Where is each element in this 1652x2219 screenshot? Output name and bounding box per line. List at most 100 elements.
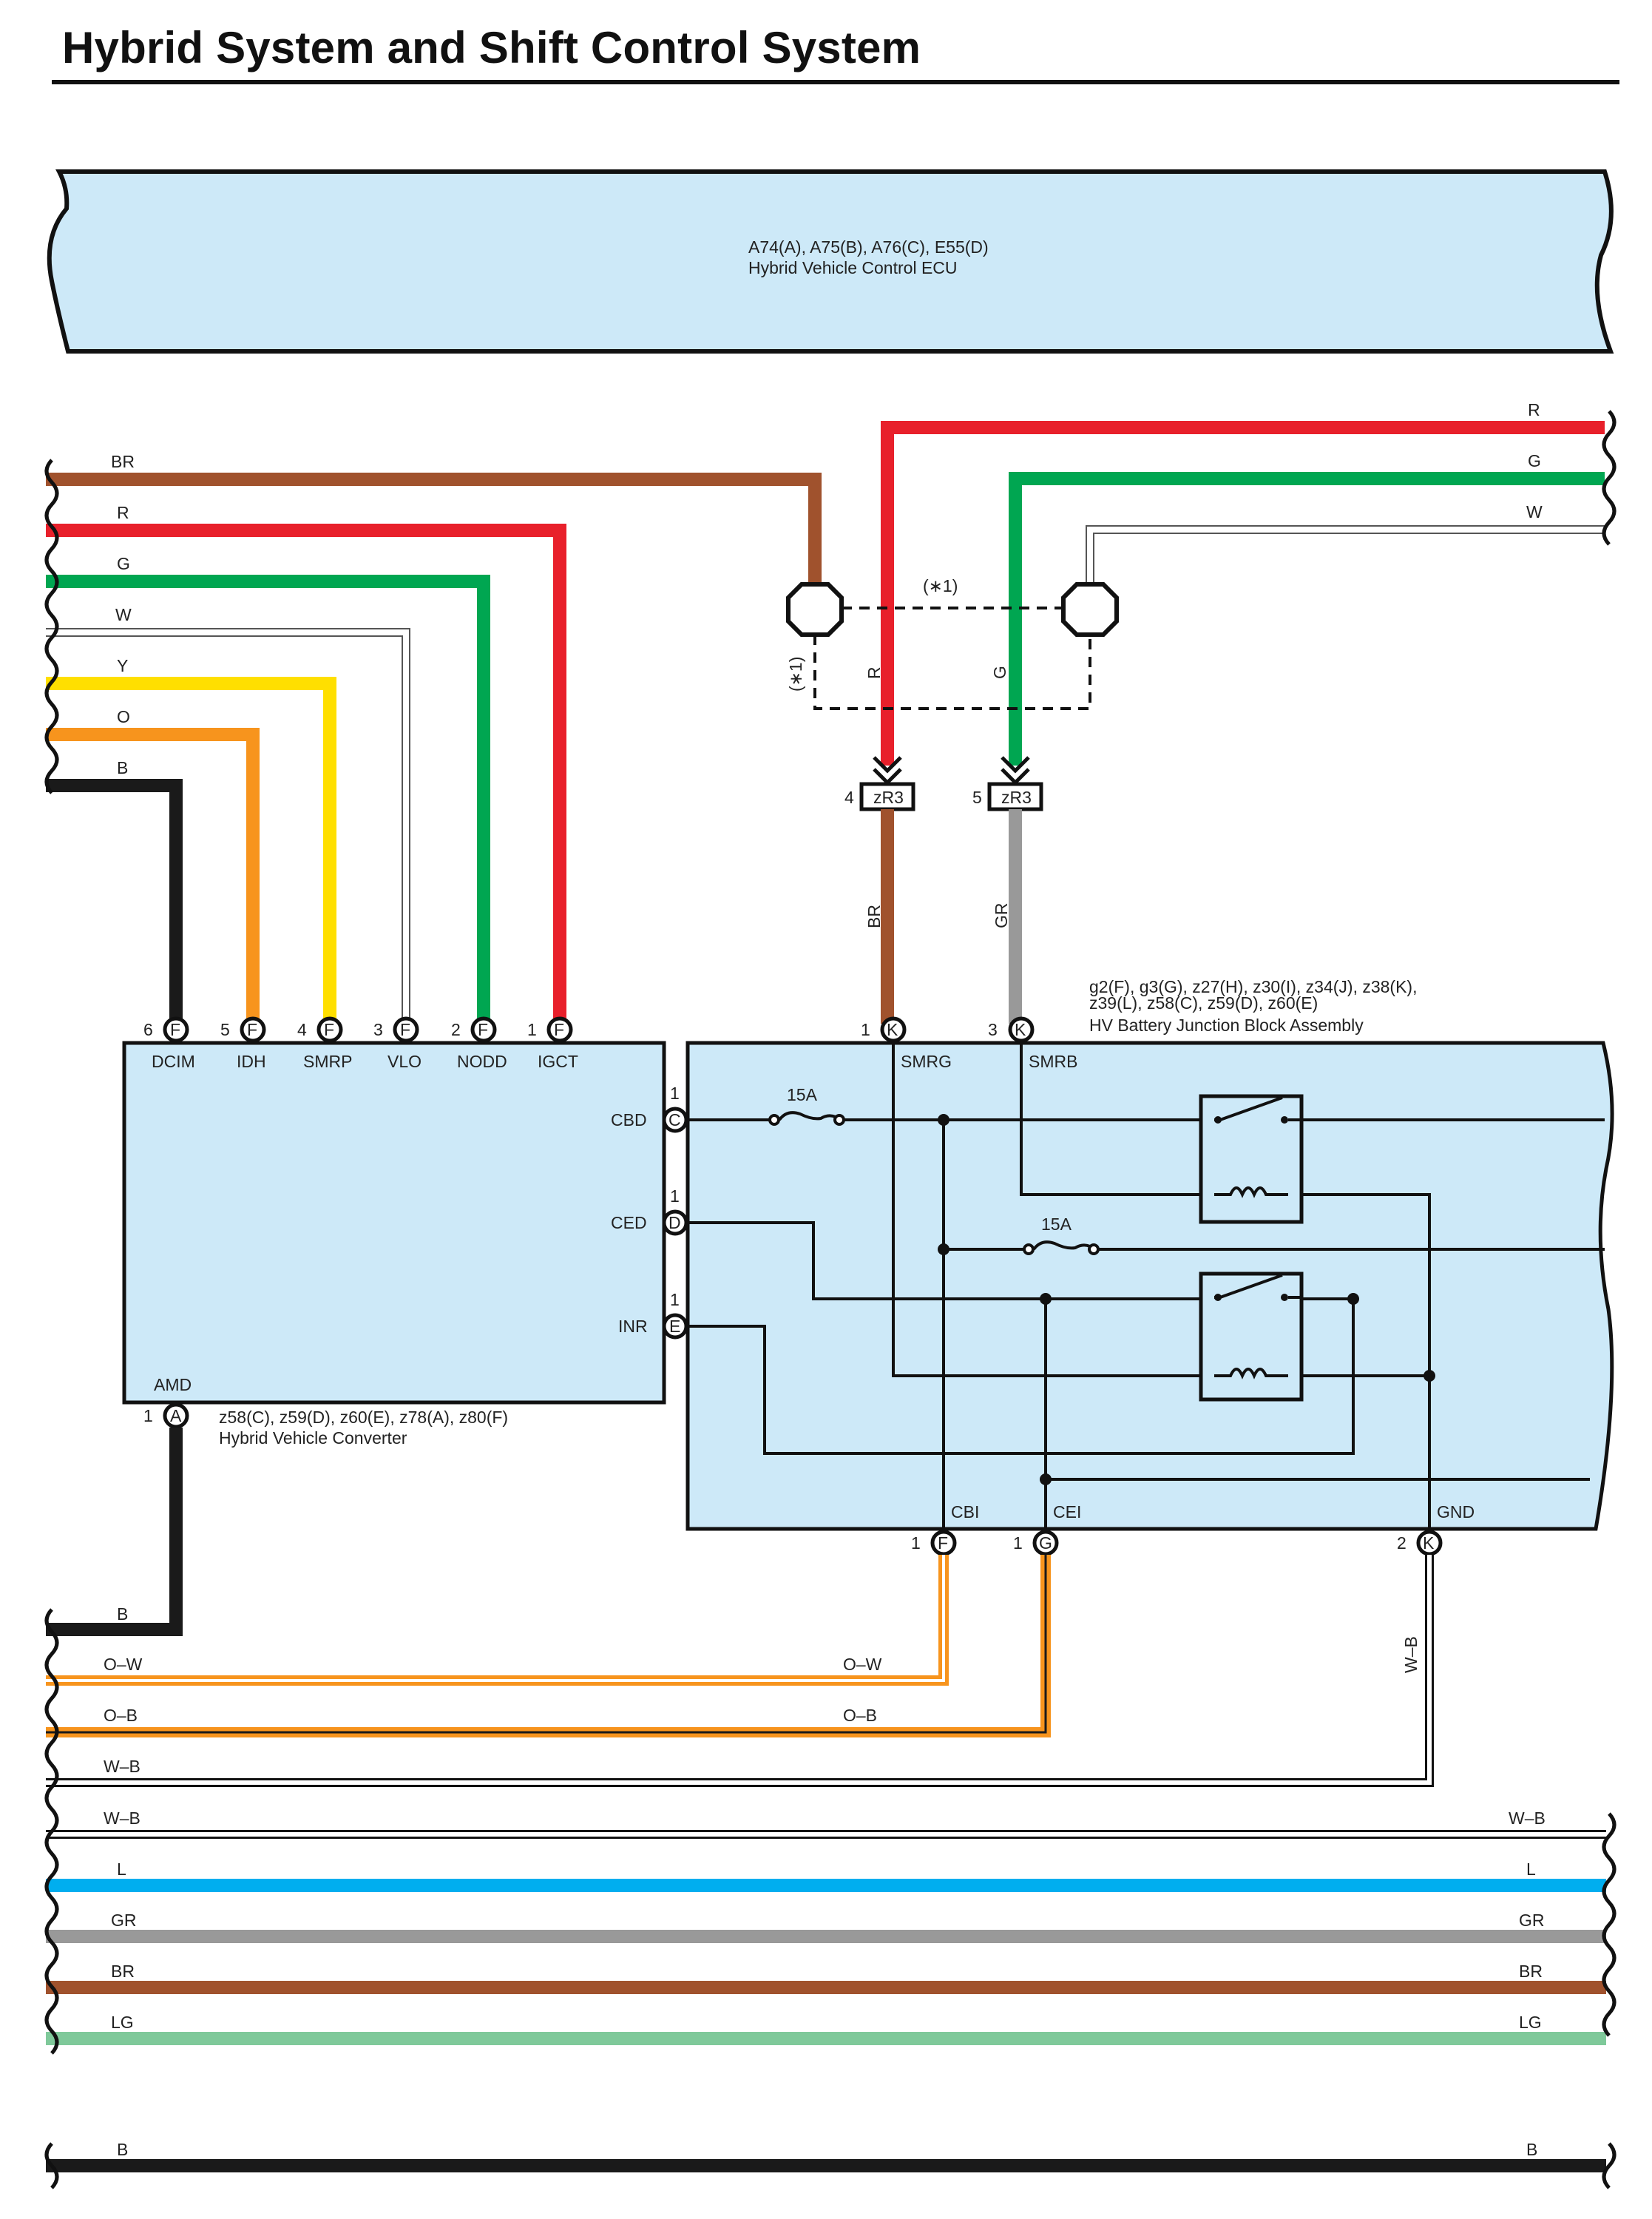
svg-text:A: A [170, 1406, 182, 1425]
converter-pin-amd: AMD A 1 [143, 1375, 192, 1429]
right-upper-wires [881, 421, 1605, 766]
svg-text:GND: GND [1437, 1502, 1475, 1521]
svg-text:2: 2 [1397, 1533, 1406, 1553]
svg-text:K: K [887, 1020, 898, 1039]
wire-br-to-splice [46, 473, 822, 584]
wire-label: O–W [104, 1655, 143, 1674]
wire-y-smrp [46, 677, 336, 1024]
wire-label-b-amd: B [117, 1604, 128, 1624]
svg-text:K: K [1015, 1020, 1026, 1039]
wire-label: B [117, 758, 128, 777]
wire-ow-stripe [46, 1555, 945, 1682]
svg-text:SMRP: SMRP [303, 1052, 352, 1071]
wire-w-vlo-inner [46, 629, 409, 1024]
svg-text:CEI: CEI [1053, 1502, 1081, 1521]
svg-text:E: E [669, 1317, 680, 1336]
svg-text:DCIM: DCIM [152, 1052, 195, 1071]
svg-text:1: 1 [527, 1020, 537, 1039]
converter-box [122, 1041, 666, 1405]
zr3-name-right: zR3 [1001, 788, 1032, 807]
jb-pin-smrg: K 1 SMRG [861, 1016, 952, 1071]
svg-text:INR: INR [618, 1317, 648, 1336]
jb-name: HV Battery Junction Block Assembly [1089, 1016, 1364, 1035]
converter-pin-ced: D 1 CED [611, 1186, 688, 1236]
svg-text:CED: CED [611, 1213, 647, 1232]
zr3-connectors: zR3 zR3 4 5 [844, 756, 1043, 811]
svg-text:W–B: W–B [104, 1808, 141, 1828]
jb-junction-dots [938, 1114, 1435, 1485]
wire-w-right-inner [1087, 527, 1605, 584]
svg-text:5: 5 [220, 1020, 230, 1039]
splice-point-right [1061, 582, 1119, 637]
svg-text:K: K [1423, 1533, 1435, 1553]
wire-ob-stripe [46, 1555, 1047, 1734]
splice-note-side: (∗1) [786, 657, 805, 692]
converter-pin-inr: E 1 INR [618, 1290, 688, 1340]
svg-text:1: 1 [861, 1020, 870, 1039]
jb-connectors-line2: z39(L), z58(C), z59(D), z60(E) [1089, 993, 1318, 1013]
converter-pin-smrp: F 4 SMRP [297, 1016, 352, 1071]
wire-b-dcim [46, 779, 183, 1024]
svg-text:F: F [247, 1020, 257, 1039]
wire-label: W–B [104, 1757, 141, 1776]
wire-label: O [117, 707, 130, 726]
converter-top-pins: F 6 DCIM F 5 IDH F 4 SMRP F 3 VLO F 2 NO… [143, 1016, 578, 1071]
fuse-label-2: 15A [1041, 1215, 1072, 1234]
svg-text:BR: BR [1519, 1962, 1543, 1981]
svg-text:SMRB: SMRB [1029, 1052, 1077, 1071]
bus-wires [46, 1830, 1606, 2172]
wire-w-right [1086, 525, 1605, 584]
svg-text:VLO: VLO [387, 1052, 422, 1071]
splice-dashed-link [813, 607, 1091, 710]
converter-pin-vlo: F 3 VLO [373, 1016, 422, 1071]
wire-wb-gnd [46, 1555, 1434, 1787]
svg-text:GR: GR [111, 1911, 137, 1930]
svg-text:1: 1 [1013, 1533, 1023, 1553]
ecu-box [47, 169, 1614, 354]
svg-text:IDH: IDH [237, 1052, 266, 1071]
svg-text:F: F [478, 1020, 488, 1039]
wire-wb-gnd-inner [46, 1555, 1432, 1785]
jb-connectors-line1: g2(F), g3(G), z27(H), z30(I), z34(J), z3… [1089, 977, 1417, 996]
svg-text:L: L [1526, 1860, 1536, 1879]
svg-text:F: F [938, 1533, 948, 1553]
svg-text:4: 4 [297, 1020, 307, 1039]
svg-text:NODD: NODD [457, 1052, 507, 1071]
wire-label: R [117, 503, 129, 522]
svg-text:G: G [1039, 1533, 1052, 1553]
right-upper-wire-labels: R G W [1526, 400, 1543, 521]
svg-text:D: D [668, 1213, 681, 1232]
svg-text:2: 2 [451, 1020, 461, 1039]
splice-point-left [786, 582, 844, 637]
svg-text:F: F [324, 1020, 334, 1039]
svg-text:F: F [170, 1020, 180, 1039]
wire-w-vlo [46, 628, 410, 1024]
splice-group: (∗1) (∗1) R G [786, 576, 1119, 710]
fuse-label-1: 15A [787, 1085, 818, 1104]
wire-label-br-vertical: BR [864, 905, 884, 928]
converter-pin-nodd: F 2 NODD [451, 1016, 507, 1071]
wire-label: W [115, 605, 132, 624]
left-upper-wires [46, 473, 822, 1024]
wire-label: O–B [843, 1706, 877, 1725]
wire-label-gr-vertical: GR [992, 903, 1011, 929]
converter-pin-dcim: F 6 DCIM [143, 1016, 195, 1071]
svg-text:1: 1 [911, 1533, 921, 1553]
bus-wire-labels: W–B W–B L L GR GR BR BR LG LG B B [104, 1808, 1546, 2159]
svg-text:SMRG: SMRG [901, 1052, 952, 1071]
wire-label: O–B [104, 1706, 138, 1725]
wire-label: BR [111, 452, 135, 471]
splice-inner-r: R [864, 666, 884, 679]
wire-label: G [1528, 451, 1541, 470]
svg-text:1: 1 [143, 1406, 153, 1425]
svg-text:F: F [554, 1020, 564, 1039]
right-break-mark-upper [1602, 410, 1617, 546]
svg-text:AMD: AMD [154, 1375, 192, 1394]
wire-label: W [1526, 502, 1543, 521]
converter-pin-cbd: C 1 CBD [611, 1084, 688, 1133]
left-upper-wire-labels: BR R G W Y O B [111, 452, 135, 777]
lower-break-marks [44, 1608, 1617, 2189]
converter-pin-idh: F 5 IDH [220, 1016, 266, 1071]
svg-text:W–B: W–B [1509, 1808, 1546, 1828]
